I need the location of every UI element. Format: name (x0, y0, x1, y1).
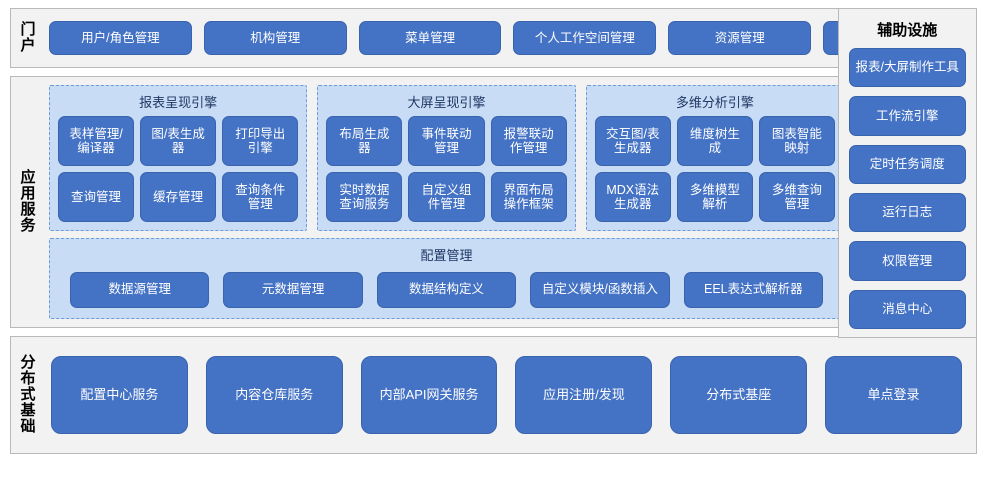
olap-engine-panel: 多维分析引擎 交互图/表生成器 维度树生成 图表智能映射 MDX语法生成器 多维… (585, 85, 844, 231)
config-item-1[interactable]: 元数据管理 (223, 271, 363, 308)
report-engine-title: 报表呈现引擎 (139, 95, 218, 110)
portal-item-2[interactable]: 菜单管理 (358, 21, 502, 55)
portal-item-0[interactable]: 用户/角色管理 (49, 21, 192, 55)
portal-item-4[interactable]: 资源管理 (668, 21, 812, 55)
report-engine-item-2[interactable]: 打印导出引擎 (222, 116, 299, 166)
config-management-title: 配置管理 (420, 248, 473, 263)
aux-item-0[interactable]: 报表/大屏制作工具 (848, 48, 966, 88)
base-item-5[interactable]: 单点登录 (825, 356, 962, 434)
portal-row: 门户 用户/角色管理 机构管理 菜单管理 个人工作空间管理 资源管理 自助分析 (10, 8, 977, 68)
bigscreen-engine-item-0[interactable]: 布局生成器 (326, 116, 403, 166)
base-item-4[interactable]: 分布式基座 (670, 356, 808, 434)
bigscreen-engine-item-3[interactable]: 实时数据查询服务 (326, 172, 403, 222)
portal-item-3[interactable]: 个人工作空间管理 (513, 21, 657, 55)
engine-panels: 报表呈现引擎 表样管理/编译器 图/表生成器 打印导出引擎 查询管理 缓存管理 … (49, 85, 844, 231)
report-engine-item-5[interactable]: 查询条件管理 (222, 172, 299, 222)
report-engine-items: 表样管理/编译器 图/表生成器 打印导出引擎 查询管理 缓存管理 查询条件管理 (58, 116, 299, 222)
aux-facilities-title: 辅助设施 (877, 22, 938, 39)
application-services-section: 应用服务 报表呈现引擎 表样管理/编译器 图/表生成器 打印导出引擎 查询管理 … (10, 76, 855, 328)
distributed-base-section: 分布式基础 配置中心服务 内容仓库服务 内部API网关服务 应用注册/发现 分布… (10, 336, 977, 454)
olap-engine-title: 多维分析引擎 (675, 95, 754, 110)
portal-item-1[interactable]: 机构管理 (203, 21, 347, 55)
base-item-2[interactable]: 内部API网关服务 (360, 356, 498, 434)
distributed-base-list: 配置中心服务 内容仓库服务 内部API网关服务 应用注册/发现 分布式基座 单点… (45, 337, 976, 453)
config-item-4[interactable]: EEL表达式解析器 (683, 271, 824, 308)
olap-engine-item-0[interactable]: 交互图/表生成器 (594, 116, 671, 166)
aux-item-4[interactable]: 权限管理 (848, 241, 966, 281)
report-engine-item-0[interactable]: 表样管理/编译器 (58, 116, 135, 166)
aux-facilities-section: 辅助设施 报表/大屏制作工具 工作流引擎 定时任务调度 运行日志 权限管理 消息… (837, 8, 977, 338)
bigscreen-engine-item-5[interactable]: 界面布局操作框架 (490, 172, 567, 222)
report-engine-item-4[interactable]: 缓存管理 (140, 172, 217, 222)
bigscreen-engine-items: 布局生成器 事件联动管理 报警联动作管理 实时数据查询服务 自定义组件管理 界面… (326, 116, 567, 222)
olap-engine-item-3[interactable]: MDX语法生成器 (594, 172, 671, 222)
aux-item-1[interactable]: 工作流引擎 (848, 96, 966, 136)
bigscreen-engine-panel: 大屏呈现引擎 布局生成器 事件联动管理 报警联动作管理 实时数据查询服务 自定义… (317, 85, 576, 231)
config-item-0[interactable]: 数据源管理 (70, 271, 210, 308)
report-engine-panel: 报表呈现引擎 表样管理/编译器 图/表生成器 打印导出引擎 查询管理 缓存管理 … (49, 85, 308, 231)
config-item-3[interactable]: 自定义模块/函数插入 (530, 271, 670, 308)
report-engine-item-3[interactable]: 查询管理 (58, 172, 135, 222)
bigscreen-engine-item-4[interactable]: 自定义组件管理 (408, 172, 485, 222)
aux-item-5[interactable]: 消息中心 (848, 289, 966, 329)
config-management-items: 数据源管理 元数据管理 数据结构定义 自定义模块/函数插入 EEL表达式解析器 (58, 269, 835, 310)
application-services-label: 应用服务 (20, 169, 36, 234)
bigscreen-engine-item-2[interactable]: 报警联动作管理 (490, 116, 567, 166)
base-item-1[interactable]: 内容仓库服务 (205, 356, 343, 434)
aux-item-3[interactable]: 运行日志 (848, 192, 966, 233)
aux-facilities-list: 报表/大屏制作工具 工作流引擎 定时任务调度 运行日志 权限管理 消息中心 (848, 48, 966, 329)
application-services-body: 报表呈现引擎 表样管理/编译器 图/表生成器 打印导出引擎 查询管理 缓存管理 … (45, 77, 854, 327)
olap-engine-items: 交互图/表生成器 维度树生成 图表智能映射 MDX语法生成器 多维模型解析 多维… (594, 116, 835, 222)
config-management-panel: 配置管理 数据源管理 元数据管理 数据结构定义 自定义模块/函数插入 EEL表达… (49, 238, 844, 319)
bigscreen-engine-item-1[interactable]: 事件联动管理 (408, 116, 485, 166)
aux-item-2[interactable]: 定时任务调度 (848, 144, 966, 184)
portal-button-list: 用户/角色管理 机构管理 菜单管理 个人工作空间管理 资源管理 自助分析 (45, 9, 976, 67)
olap-engine-item-2[interactable]: 图表智能映射 (758, 116, 835, 166)
report-engine-item-1[interactable]: 图/表生成器 (140, 116, 217, 166)
olap-engine-item-4[interactable]: 多维模型解析 (676, 172, 753, 222)
olap-engine-item-5[interactable]: 多维查询管理 (758, 172, 835, 222)
base-item-3[interactable]: 应用注册/发现 (515, 356, 653, 434)
bigscreen-engine-title: 大屏呈现引擎 (407, 95, 486, 110)
portal-section-label: 门户 (20, 21, 36, 54)
distributed-base-label: 分布式基础 (20, 354, 36, 435)
portal-section: 门户 用户/角色管理 机构管理 菜单管理 个人工作空间管理 资源管理 自助分析 (10, 8, 977, 68)
base-item-0[interactable]: 配置中心服务 (51, 356, 188, 434)
config-item-2[interactable]: 数据结构定义 (376, 271, 517, 308)
olap-engine-item-1[interactable]: 维度树生成 (676, 116, 753, 166)
